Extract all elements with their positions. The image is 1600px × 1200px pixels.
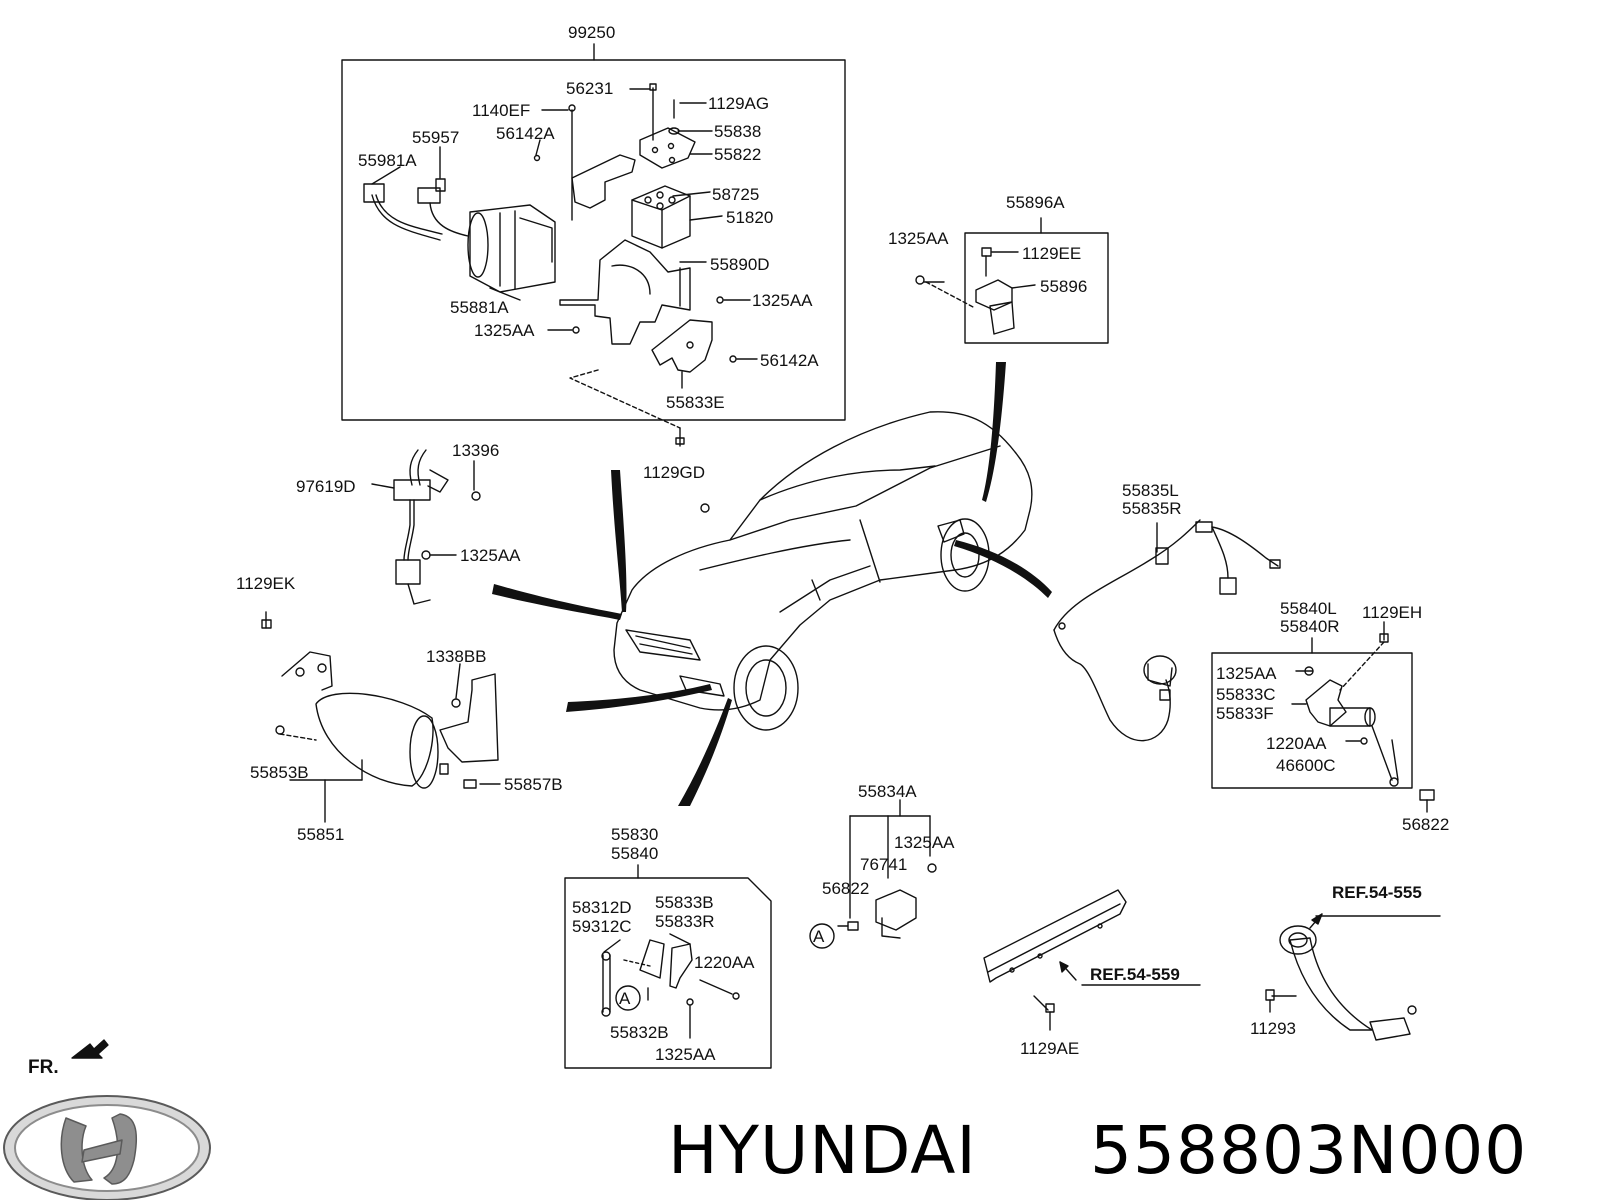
label-55857B: 55857B (504, 775, 563, 794)
label-55830: 55830 (611, 825, 659, 844)
label-ref-54-555: REF.54-555 (1332, 883, 1422, 902)
label-46600C: 46600C (1276, 756, 1336, 775)
label-55833F: 55833F (1216, 704, 1274, 723)
label-1129EK: 1129EK (236, 574, 296, 593)
label-55840: 55840 (611, 844, 659, 863)
label-55840L: 55840L (1280, 599, 1337, 618)
label-56822-bracket: 56822 (822, 879, 870, 898)
label-56142A-top: 56142A (496, 124, 555, 143)
label-1129AG: 1129AG (708, 94, 770, 113)
label-55890D: 55890D (710, 255, 770, 274)
label-76741: 76741 (860, 855, 908, 874)
car-drawing (613, 411, 1033, 731)
label-97619D: 97619D (296, 477, 356, 496)
label-55822: 55822 (714, 145, 762, 164)
label-1325AA-fuel: 1325AA (888, 229, 949, 248)
label-55957: 55957 (412, 128, 460, 147)
rear-height-sensor-drawing (1291, 621, 1435, 813)
reservoir-drawing (261, 611, 501, 823)
label-51820: 51820 (726, 208, 774, 227)
label-55896A: 55896A (1006, 193, 1065, 212)
label-1325AA-right: 1325AA (752, 291, 813, 310)
label-56822-rear: 56822 (1402, 815, 1450, 834)
label-55833R: 55833R (655, 912, 715, 931)
compressor-drawing (363, 83, 758, 447)
label-1129GD: 1129GD (643, 463, 706, 482)
label-ref-54-559: REF.54-559 (1090, 965, 1180, 984)
label-1129EE: 1129EE (1022, 244, 1082, 263)
label-55881A: 55881A (450, 298, 509, 317)
callout-a-front: A (619, 989, 631, 1008)
label-1325AA-rear: 1325AA (1216, 664, 1277, 683)
label-55853B: 55853B (250, 763, 309, 782)
part-number: 558803N000 (1090, 1112, 1528, 1189)
label-55840R: 55840R (1280, 617, 1340, 636)
label-55835R: 55835R (1122, 499, 1182, 518)
callout-arcs (492, 362, 1052, 806)
label-58312D: 58312D (572, 898, 632, 917)
ref-555-drawing (1265, 913, 1441, 1041)
label-55833E: 55833E (666, 393, 725, 412)
hyundai-logo-icon (3, 1095, 211, 1200)
label-55838: 55838 (714, 122, 762, 141)
label-99250: 99250 (568, 23, 616, 42)
front-arrow-icon (71, 1039, 109, 1059)
label-1338BB: 1338BB (426, 647, 487, 666)
label-58725: 58725 (712, 185, 760, 204)
label-56142A-bottom: 56142A (760, 351, 819, 370)
bracket-assembly-drawing (809, 799, 937, 949)
label-1325AA-front: 1325AA (655, 1045, 716, 1064)
label-55833B: 55833B (655, 893, 714, 912)
label-1325AA-bracket: 1325AA (894, 833, 955, 852)
label-55851: 55851 (297, 825, 345, 844)
label-55832B: 55832B (610, 1023, 669, 1042)
front-height-sensor-drawing (601, 933, 740, 1039)
ref-559-drawing (983, 889, 1201, 1031)
callout-a-bracket: A (813, 927, 825, 946)
label-56231: 56231 (566, 79, 614, 98)
label-55981A: 55981A (358, 151, 417, 170)
fuel-door-bracket-drawing (915, 247, 1036, 335)
label-1325AA-sensor: 1325AA (460, 546, 521, 565)
label-1220AA-front: 1220AA (694, 953, 755, 972)
label-1220AA-rear: 1220AA (1266, 734, 1327, 753)
front-sensor-drawing (371, 449, 481, 605)
label-55835L: 55835L (1122, 481, 1179, 500)
label-11293: 11293 (1250, 1019, 1297, 1038)
label-13396: 13396 (452, 441, 500, 460)
direction-label: FR. (28, 1057, 59, 1078)
label-55834A: 55834A (858, 782, 917, 801)
label-55896: 55896 (1040, 277, 1088, 296)
box-front-height-sensor (564, 877, 772, 1069)
brand-name: HYUNDAI (668, 1112, 977, 1189)
label-1129AE: 1129AE (1020, 1039, 1080, 1058)
label-1129EH: 1129EH (1362, 603, 1423, 622)
label-1325AA-left: 1325AA (474, 321, 535, 340)
label-59312C: 59312C (572, 917, 632, 936)
label-55833C: 55833C (1216, 685, 1276, 704)
box-fuel-door-bracket (964, 232, 1109, 344)
wheel-speed-harness-drawing (1053, 519, 1281, 742)
label-1140EF: 1140EF (472, 101, 531, 120)
